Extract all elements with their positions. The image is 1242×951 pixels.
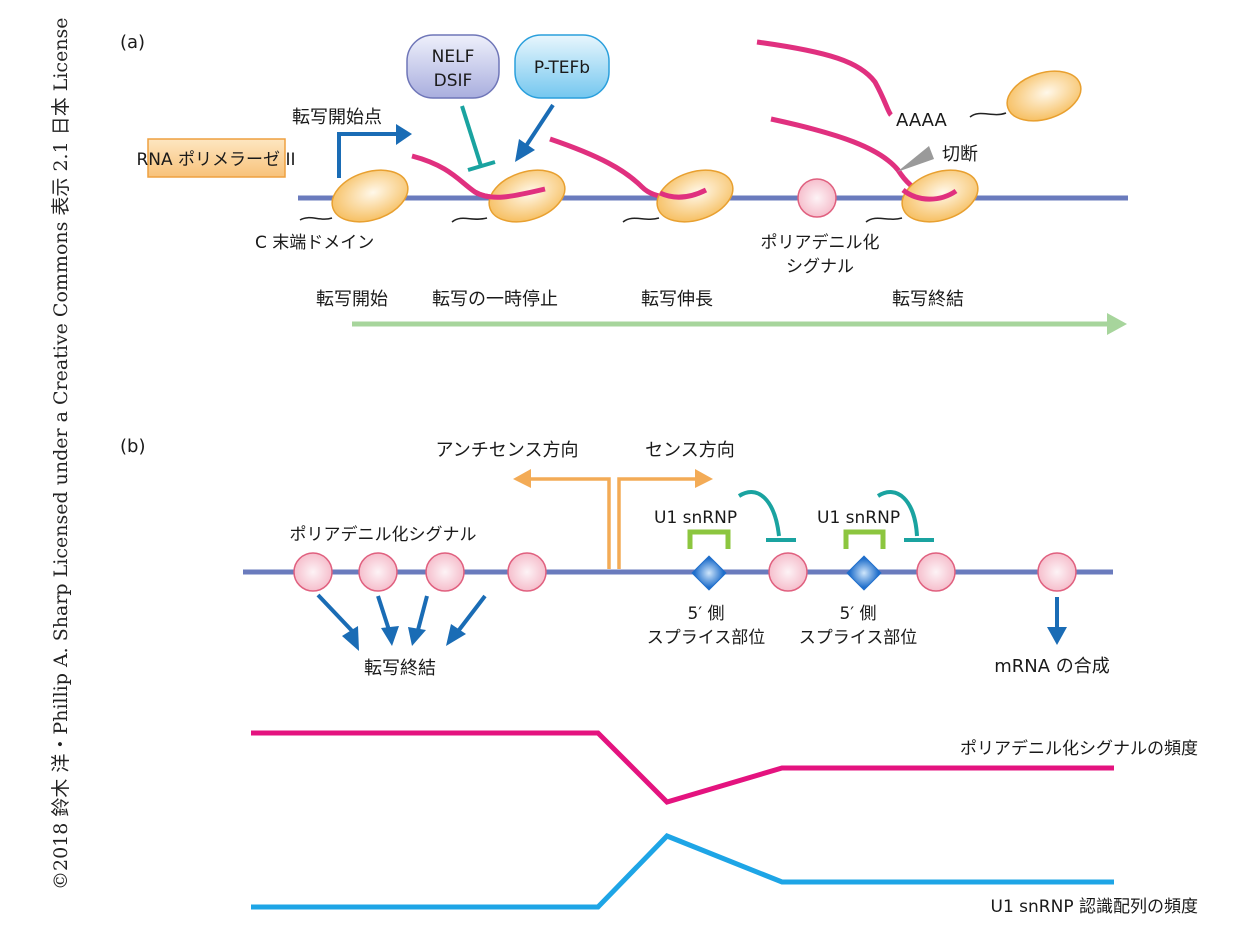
splice-label-1b: スプライス部位	[647, 628, 766, 648]
pol2-label: RNA ポリメラーゼ II	[137, 150, 296, 170]
mrna-label: mRNA の合成	[994, 656, 1110, 677]
polya-frequency-label: ポリアデニル化シグナルの頻度	[960, 738, 1198, 759]
splice-label-1a: 5′ 側	[687, 604, 724, 624]
u1-frequency-label: U1 snRNP 認識配列の頻度	[991, 897, 1198, 917]
polya-tail-label: AAAA	[896, 110, 947, 131]
nelf-inhibit-icon	[460, 105, 496, 172]
polya-circle	[916, 552, 956, 592]
polya-frequency-line	[251, 730, 1114, 805]
u1-snrnp-group-1: U1 snRNP 5′ 側 スプライス部位	[647, 490, 808, 648]
mrna-arrow-icon	[1047, 597, 1067, 645]
polya-signal-label-b: ポリアデニル化シグナル	[290, 524, 477, 545]
polya-circle	[293, 552, 333, 592]
termination-label-b: 転写終結	[364, 658, 436, 679]
polya-signal-circle	[797, 178, 837, 218]
panel-b-label: (b)	[120, 436, 145, 457]
u1-label-1: U1 snRNP	[654, 508, 737, 528]
stage-initiation: 転写開始	[316, 289, 388, 310]
polya-signal-label-2: シグナル	[786, 257, 854, 277]
panel-a: (a) NELF DSIF P-TEFb 転写開始点	[120, 32, 1128, 335]
progress-arrow-icon	[352, 313, 1127, 335]
polymerase-1	[299, 169, 409, 223]
polya-circle	[358, 552, 398, 592]
ptefb-box: P-TEFb	[514, 34, 610, 99]
antisense-arrow-icon	[513, 469, 611, 569]
termination-arrows-icon	[316, 593, 487, 651]
u1-label-2: U1 snRNP	[817, 508, 900, 528]
splice-label-2b: スプライス部位	[799, 628, 918, 648]
polymerase-4	[865, 169, 979, 223]
antisense-label: アンチセンス方向	[436, 440, 579, 461]
cleavage-wedge-icon	[897, 146, 934, 172]
ctd-label: C 末端ドメイン	[255, 233, 374, 253]
polya-circle-mrna	[1037, 552, 1077, 592]
ptefb-arrow-icon	[515, 103, 555, 162]
stage-elongation: 転写伸長	[641, 289, 713, 310]
rna-strand-released	[756, 39, 894, 117]
sense-arrow-icon	[617, 469, 713, 569]
polya-circle	[425, 552, 465, 592]
polya-circle	[507, 552, 547, 592]
panel-b: (b) アンチセンス方向 センス方向 ポリアデニル化シグナル 転写終結	[120, 436, 1198, 917]
u1-inhibit-icon	[876, 490, 919, 537]
nelf-text: NELF	[432, 47, 475, 67]
stage-pause: 転写の一時停止	[432, 289, 558, 310]
cleavage-label: 切断	[942, 144, 978, 165]
splice-site-diamond	[691, 555, 727, 591]
tss-label: 転写開始点	[292, 107, 382, 128]
dsif-text: DSIF	[434, 71, 473, 91]
copyright-credit: ©2018 鈴木 洋・Phillip A. Sharp Licensed und…	[50, 17, 72, 890]
tss-arrow-icon	[337, 124, 412, 178]
splice-site-diamond	[846, 555, 882, 591]
u1-inhibit-icon	[737, 490, 781, 537]
sense-label: センス方向	[645, 440, 735, 461]
ptefb-text: P-TEFb	[534, 58, 590, 78]
splice-label-2a: 5′ 側	[839, 604, 876, 624]
u1-frequency-line	[251, 833, 1114, 910]
panel-a-label: (a)	[120, 32, 145, 53]
polymerase-3	[622, 169, 734, 223]
polya-signal-label-1: ポリアデニル化	[761, 232, 880, 253]
pol2-box: RNA ポリメラーゼ II	[137, 138, 296, 178]
polymerase-2	[451, 169, 566, 223]
nelf-dsif-box: NELF DSIF	[406, 34, 500, 99]
stage-termination: 転写終結	[892, 289, 964, 310]
polya-circle	[768, 552, 808, 592]
u1-snrnp-group-2: U1 snRNP 5′ 側 スプライス部位	[799, 490, 956, 648]
polymerase-released	[969, 70, 1082, 122]
